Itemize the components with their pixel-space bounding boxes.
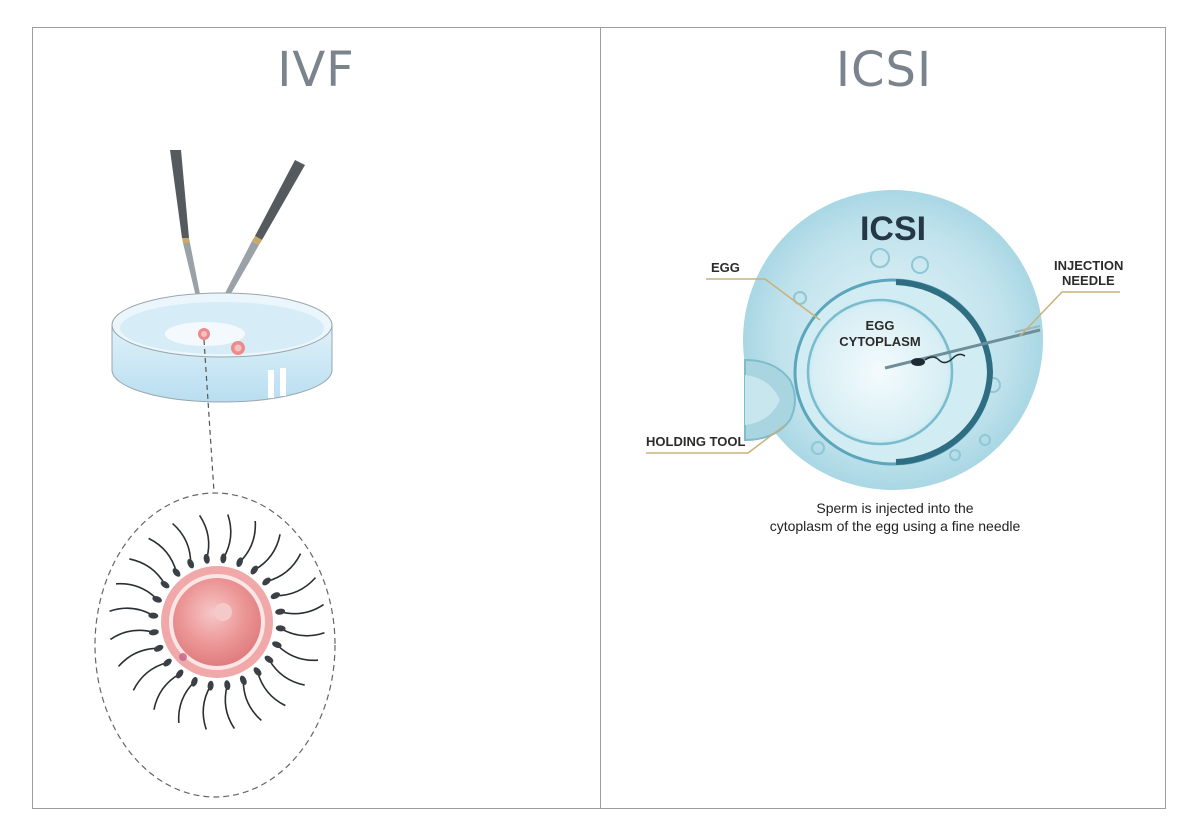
sperm-head [270,592,281,600]
sperm-tail [224,684,236,730]
sperm-head [262,577,271,586]
icsi-title: ICSI [835,42,933,98]
caption-line-2: cytoplasm of the egg using a fine needle [770,518,1021,534]
sperm-head [220,553,227,564]
label-cytoplasm-2: CYTOPLASM [839,334,920,349]
sperm-tail [198,514,210,560]
holding-tool-pointer [646,424,786,454]
sperm-head [236,557,243,567]
sperm-head [152,596,162,603]
label-holding-tool: HOLDING TOOL [646,434,745,449]
sperm-tail [117,647,159,667]
sperm-tail [280,627,325,637]
sperm-head [187,558,195,569]
ivf-title: IVF [277,42,355,98]
sperm-tail [239,520,257,563]
sperm-head [264,655,274,664]
zoom-circle [94,492,336,798]
egg-pointer [706,278,821,321]
ivf-illustration [94,150,336,798]
sperm-tail [222,514,232,559]
label-cytoplasm-1: EGG [866,318,895,333]
sperm-head [272,641,282,648]
sperm-tail [202,685,212,730]
sperm-tail [242,680,262,722]
sperm-head [253,667,262,676]
sperm-head [224,680,231,691]
sperm-tail [268,658,305,686]
sperm-head [148,629,159,636]
outer-frame [32,27,1166,809]
icsi-illustration: ICSI EGG EGG CYTOPLASM INJECTION NEEDLE … [646,190,1123,534]
sperm-tail [279,603,325,615]
sperm-tail [253,534,281,571]
holding-tool [744,358,796,442]
sperm-head [250,565,259,575]
needle-pointer [1019,291,1120,337]
sperm-tail [148,537,178,573]
sperm-head [160,580,170,589]
sperm-tail [275,577,317,597]
sperm-head [203,553,210,564]
sperm-head [191,677,198,687]
ivf-egg [161,566,273,678]
sperm-head [163,658,172,667]
sperm-tail [109,607,154,617]
sperm-head [172,568,181,577]
label-needle-2: NEEDLE [1062,273,1115,288]
sperm-tail [177,681,195,724]
sperm-tail [266,553,302,583]
sperm-tail [153,673,181,710]
sperm-tail [276,644,319,662]
icsi-egg [793,278,994,466]
sperm-head [175,669,184,679]
sperm-head [207,680,214,691]
zoom-line [203,339,215,493]
sperm-tail [256,671,286,707]
caption-line-1: Sperm is injected into the [816,500,973,516]
sperm-tail [132,661,168,691]
bubbles [793,248,1001,461]
sperm-head [275,608,286,615]
sperm-cells [109,514,325,730]
petri-dish [111,292,333,403]
panel-divider [600,27,601,809]
label-needle-1: INJECTION [1054,258,1123,273]
sperm-tail [109,629,155,641]
sperm-tail [172,522,192,564]
sperm-head [153,644,164,652]
sperm-head [275,625,286,632]
sperm-tail [115,582,158,600]
label-egg: EGG [711,260,740,275]
sperm-head [239,675,247,686]
icsi-heading: ICSI [860,210,926,248]
sperm-head [148,612,159,619]
sperm-tail [129,558,166,586]
